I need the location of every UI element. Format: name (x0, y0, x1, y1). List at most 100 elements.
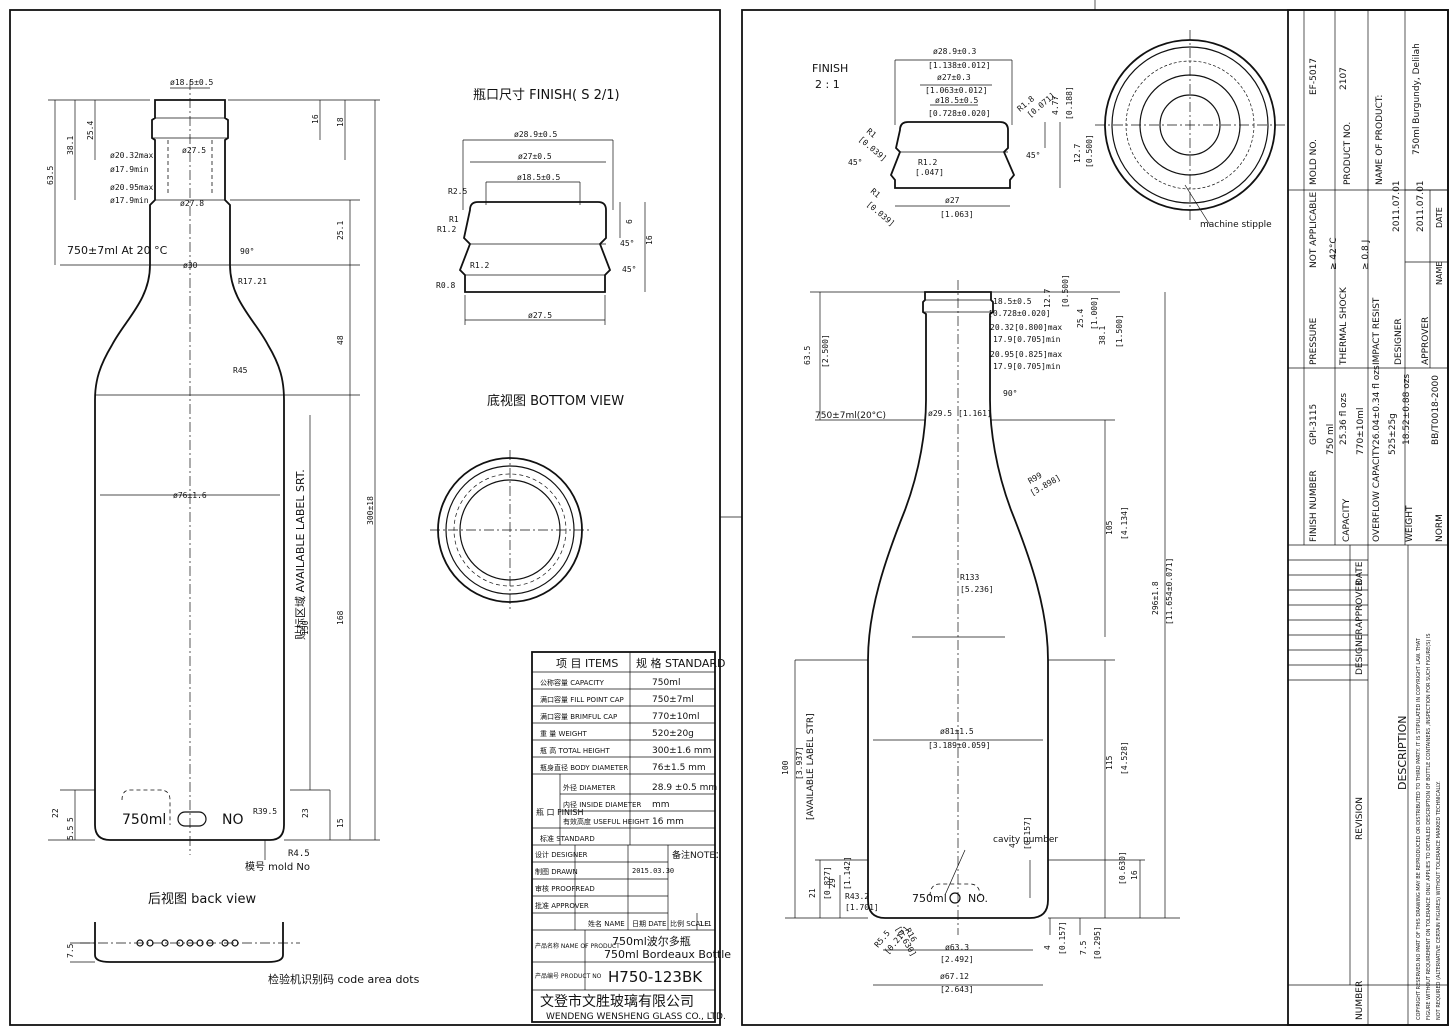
dim-h23: 23 (301, 808, 310, 818)
dim-h300: 300±18 (366, 496, 375, 525)
spec-scale-col: 比例 SCALE (670, 919, 709, 928)
right-label-area: [AVAILABLE LABEL STR] (806, 713, 816, 820)
spec-row-value: 520±20g (652, 729, 694, 739)
spec-scale-val: 1:1 (699, 920, 712, 928)
spec-designer: 设计 DESIGNER (535, 850, 588, 859)
spec-row-label: 内径 INSIDE DIAMETER (563, 800, 641, 809)
title-designer-date: 2011.07.01 (1392, 180, 1402, 232)
right-dims: ø28.9±0.3[1.138±0.012]ø27±0.3[1.063±0.01… (781, 47, 1174, 994)
dim-fr12: R1.2 (918, 158, 937, 167)
spec-date-col: 日期 DATE (632, 920, 666, 928)
spec-product-name-cn: 750ml波尔多瓶 (612, 934, 691, 948)
dim-h75i: [0.295] (1093, 926, 1102, 960)
code-dots-label: 检验机识别码 code area dots (268, 972, 420, 986)
left-bottom-view (430, 450, 590, 610)
bottom-view-title: 底视图 BOTTOM VIEW (487, 393, 624, 409)
spec-product-no: H750-123BK (608, 968, 703, 986)
dim-h16: 16 (1130, 870, 1139, 880)
dim-h105: 105 (1105, 520, 1114, 535)
right-finish-detail (889, 59, 1061, 207)
title-impact-label: IMPACT RESIST (1372, 297, 1382, 365)
title-norm-label: NORM (1435, 514, 1445, 542)
dim-h75: 7.5 (66, 943, 75, 958)
dim-nh254: 25.4 (1076, 309, 1085, 328)
finish-dim-a: ø28.9±0.5 (514, 130, 558, 139)
title-designer-label: DESIGNER (1394, 318, 1404, 365)
dim-h29i: [1.142] (843, 856, 852, 890)
dim-nh127i: [0.500] (1061, 274, 1070, 308)
dim-h21i: [0.827] (823, 866, 832, 900)
dim-fh127: 12.7 (1073, 144, 1082, 163)
right-bottle-side-view (785, 280, 1180, 986)
spec-name-col: 姓名 NAME (588, 919, 625, 928)
finish-dim-r1: R1 (449, 215, 459, 224)
dim-f3: ø18.5±0.5 (935, 96, 979, 105)
finish-title: 瓶口尺寸 FINISH( S 2/1) (473, 88, 620, 103)
right-bottom-view (1095, 30, 1285, 226)
title-date-col: DATE (1435, 207, 1444, 228)
dim-h48: 48 (336, 335, 345, 345)
dim-n1: 18.5±0.5 (993, 297, 1032, 306)
company-name-cn: 文登市文胜玻璃有限公司 (540, 993, 694, 1010)
dim-d2: ø20.32max (110, 151, 154, 160)
mold-no-label: 模号 mold No (245, 861, 310, 873)
dim-fh477i: [0.188] (1065, 86, 1074, 120)
dim-d295: ø29.5 (928, 409, 952, 418)
right-fill-label: 750±7ml(20°C) (815, 411, 886, 421)
finish-dim-45a: 45° (620, 239, 634, 248)
cavity-number-label: cavity number (993, 835, 1058, 845)
right-title-block (1287, 9, 1449, 1026)
left-sheet (9, 9, 721, 1026)
spec-row-value: 750ml (652, 678, 680, 688)
title-finish-no: GPI-3115 (1309, 404, 1319, 445)
dim-f1i: [1.138±0.012] (928, 61, 991, 70)
dim-h168: 168 (336, 610, 345, 625)
title-norm: BB/T0018-2000 (1431, 375, 1441, 445)
dim-d295i: [1.161] (958, 409, 992, 418)
dim-h18: 18 (336, 117, 345, 127)
dim-h381: 38.1 (66, 136, 75, 155)
dim-fh127i: [0.500] (1085, 134, 1094, 168)
dim-h21: 21 (808, 888, 817, 898)
title-copyright3: NOT REQUIRED (ALTERNATIVE CERTAIN FIGURE… (1436, 781, 1442, 1020)
right-finish-scale: 2 : 1 (815, 78, 840, 91)
dim-n2: 20.32[0.800]max (990, 323, 1062, 332)
dim-angle: 90° (240, 247, 254, 256)
dim-d81i: [3.189±0.059] (928, 741, 991, 750)
spec-header-standard: 规 格 STANDARD (636, 656, 726, 670)
dim-r133i: [5.236] (960, 585, 994, 594)
title-mold-no-label: MOLD NO. (1309, 139, 1319, 185)
dim-d7: ø30 (183, 261, 198, 270)
title-rev-date: DATE (1355, 561, 1365, 585)
finish-dim-r12b: R1.2 (470, 261, 489, 270)
dim-h296i: [11.654±0.071] (1165, 558, 1174, 625)
spec-product-name-en: 750ml Bordeaux Bottle (604, 948, 731, 961)
title-overflow2: 26.04±0.34 fl ozs (1372, 365, 1382, 445)
dim-f45a: 45° (848, 158, 862, 167)
finish-dim-h6: 6 (625, 219, 634, 224)
spec-row-label: 有效高度 USEFUL HEIGHT (563, 817, 650, 826)
left-bottle-side-view (48, 80, 380, 860)
title-weight-label: WEIGHT (1405, 505, 1415, 542)
title-mold-no: EF-5017 (1309, 58, 1319, 95)
spec-row-label: 外径 DIAMETER (563, 783, 616, 792)
company-name-en: WENDENG WENSHENG GLASS CO., LTD. (546, 1012, 726, 1022)
dim-f1: ø28.9±0.3 (933, 47, 977, 56)
title-rev-approver: APPROVER (1355, 580, 1365, 628)
dim-top-dia: ø18.5±0.5 (170, 78, 214, 87)
dim-f4i: [1.063] (940, 210, 974, 219)
title-finish-no-label: FINISH NUMBER (1309, 470, 1319, 542)
spec-row-label: 满口容量 FILL POINT CAP (540, 695, 624, 704)
dim-n1i: [0.728±0.020] (988, 309, 1051, 318)
dim-h115i: [4.528] (1120, 741, 1129, 775)
dim-h635i: [2.500] (821, 334, 830, 368)
left-sheet-border (9, 9, 721, 1026)
title-revision: REVISION (1355, 797, 1365, 840)
dim-r45b: R4.5 (288, 849, 310, 859)
spec-row-value: 300±1.6 mm (652, 746, 711, 756)
title-approver-date: 2011.07.01 (1416, 180, 1426, 232)
dim-d6: ø27.8 (180, 199, 204, 208)
dim-h22: 22 (51, 808, 60, 818)
